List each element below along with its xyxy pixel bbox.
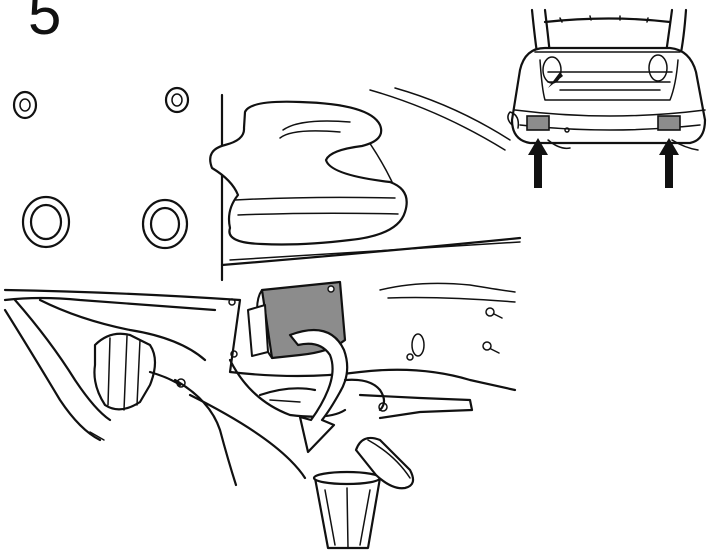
fastener-1	[486, 308, 502, 318]
callout-arrow-left	[528, 138, 548, 188]
grommet-small-right	[166, 88, 188, 112]
bumper-absorber	[210, 102, 407, 245]
trash-bin	[314, 438, 413, 548]
drain-hole	[407, 334, 424, 360]
car-rear-inset	[508, 10, 705, 150]
fastener-2	[483, 342, 499, 353]
grommet-small-left	[14, 92, 36, 118]
inset-panel-right	[658, 116, 680, 130]
hanger-rubber	[94, 334, 185, 410]
inset-panel-left	[527, 116, 549, 130]
grommet-large-left	[23, 197, 69, 247]
grommet-large-right	[143, 200, 187, 248]
callout-arrow-right	[659, 138, 679, 188]
